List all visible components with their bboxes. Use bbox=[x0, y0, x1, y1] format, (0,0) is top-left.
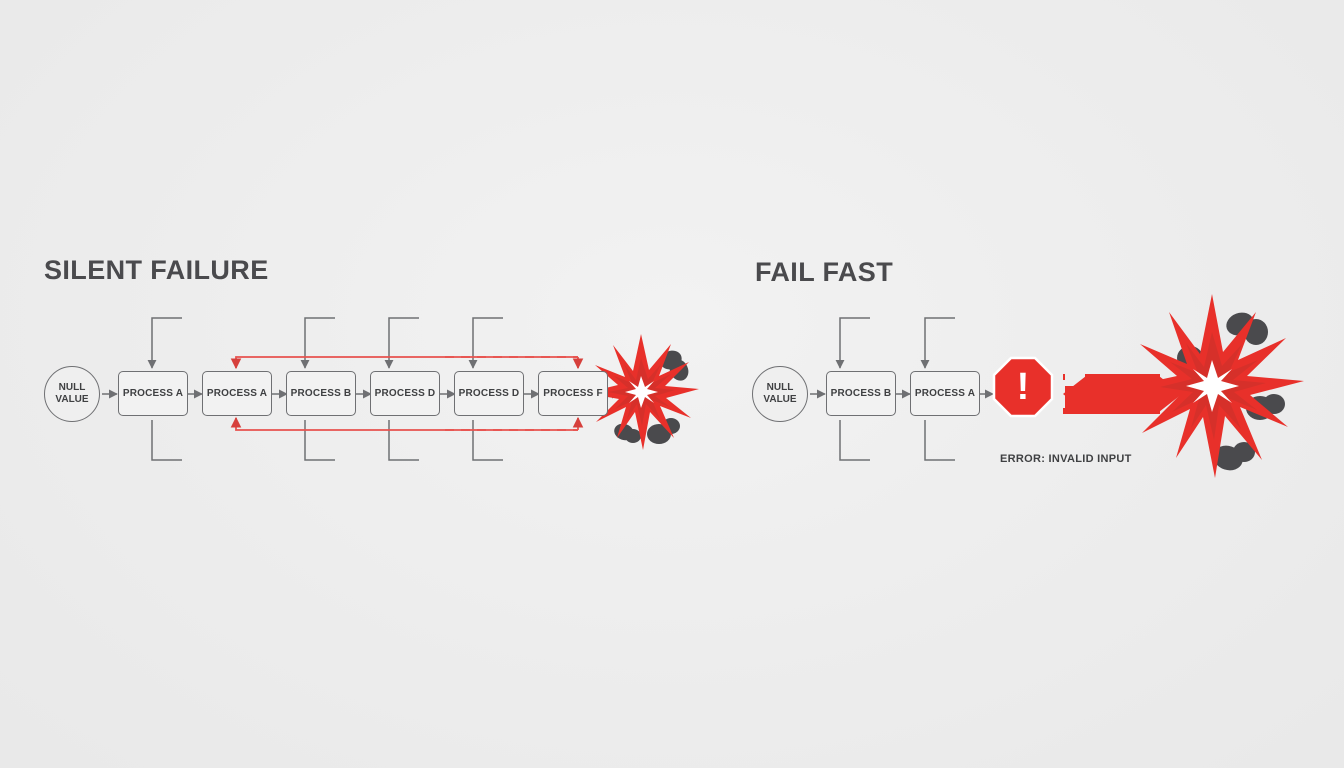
process-box-label: PROCESS F bbox=[543, 388, 603, 399]
process-box-label: PROCESS A bbox=[914, 388, 976, 399]
process-box-left-3[interactable]: PROCESS B bbox=[286, 371, 356, 416]
null-value-node-right[interactable]: NULL VALUE bbox=[752, 366, 808, 422]
error-label: ERROR: INVALID INPUT bbox=[1000, 453, 1132, 465]
null-value-line1: NULL bbox=[766, 382, 794, 393]
process-box-left-1[interactable]: PROCESS A bbox=[118, 371, 188, 416]
process-box-label: PROCESS B bbox=[290, 388, 352, 399]
process-box-left-6[interactable]: PROCESS F bbox=[538, 371, 608, 416]
process-box-right-2[interactable]: PROCESS A bbox=[910, 371, 980, 416]
panel-title-fail-fast: FAIL FAST bbox=[755, 257, 894, 287]
stop-sign-glyph: ! bbox=[1016, 366, 1030, 408]
process-box-label: PROCESS B bbox=[830, 388, 892, 399]
process-box-label: PROCESS A bbox=[122, 388, 184, 399]
process-box-right-1[interactable]: PROCESS B bbox=[826, 371, 896, 416]
process-box-label: PROCESS D bbox=[458, 388, 520, 399]
process-box-left-4[interactable]: PROCESS D bbox=[370, 371, 440, 416]
null-value-line2: VALUE bbox=[763, 394, 797, 405]
stop-sign-exclamation: ! bbox=[994, 358, 1052, 416]
process-box-left-5[interactable]: PROCESS D bbox=[454, 371, 524, 416]
process-box-label: PROCESS A bbox=[206, 388, 268, 399]
null-value-node-left[interactable]: NULL VALUE bbox=[44, 366, 100, 422]
null-value-line2: VALUE bbox=[55, 394, 89, 405]
null-value-line1: NULL bbox=[58, 382, 86, 393]
process-box-label: PROCESS D bbox=[374, 388, 436, 399]
panel-title-silent-failure: SILENT FAILURE bbox=[44, 255, 269, 285]
process-box-left-2[interactable]: PROCESS A bbox=[202, 371, 272, 416]
